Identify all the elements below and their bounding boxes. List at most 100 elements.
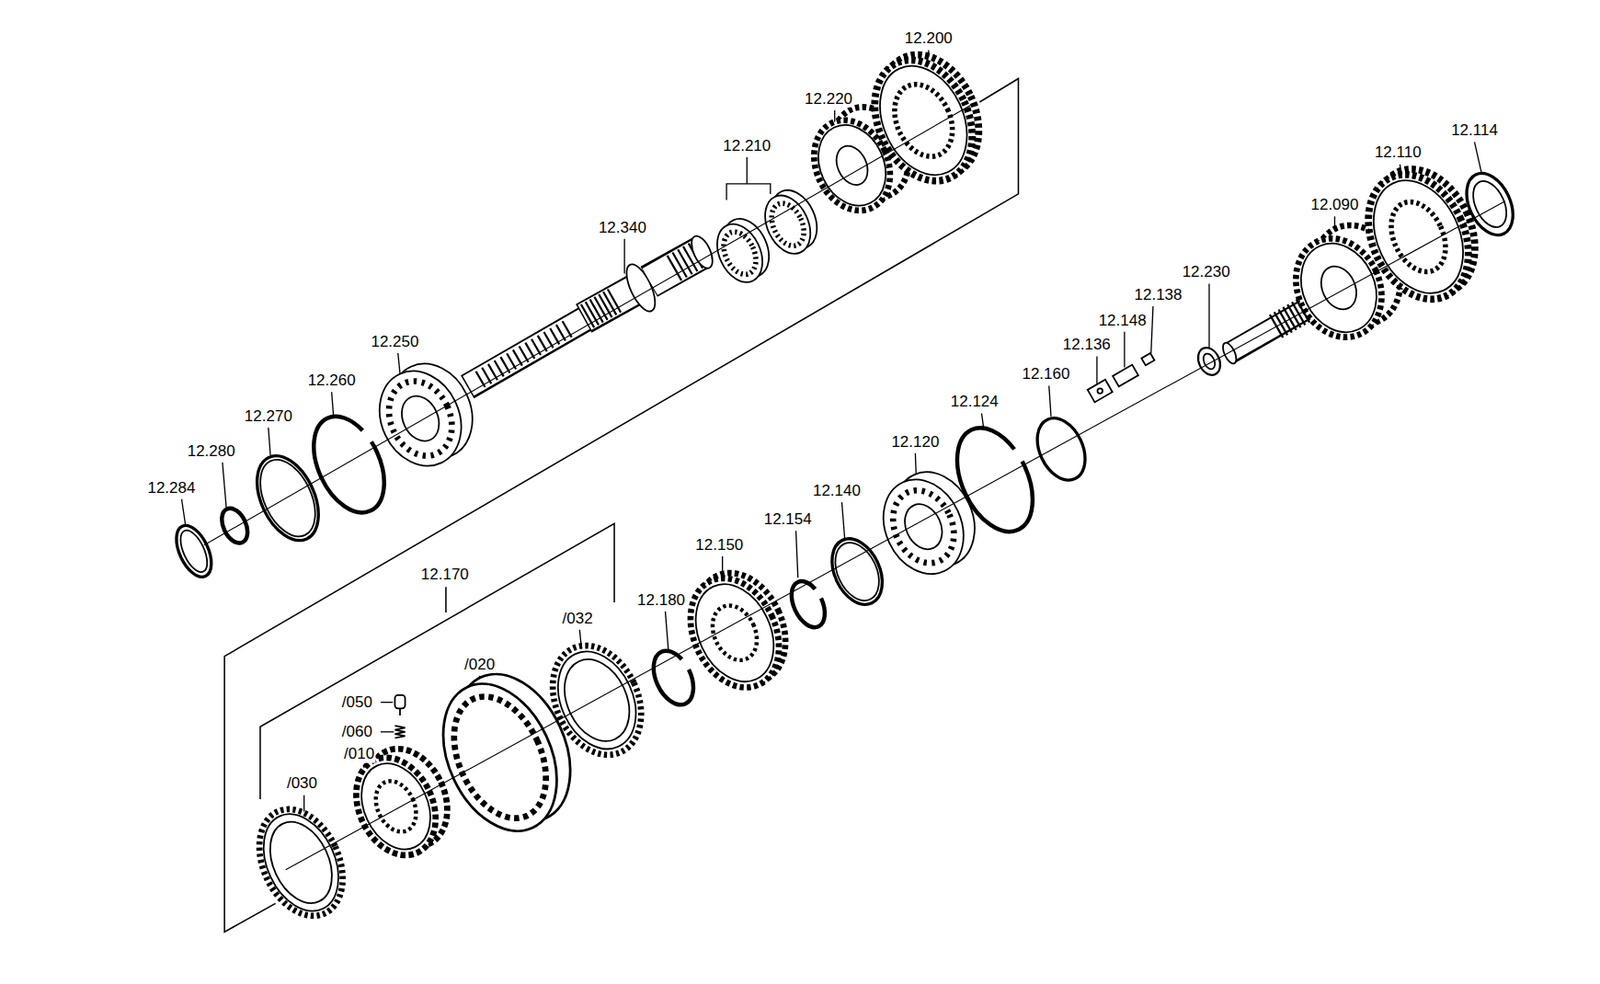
callout-number: 12.280 [186, 442, 237, 460]
main-shaft [649, 251, 703, 282]
callout-number: 12.340 [597, 218, 648, 237]
gear-wheel [1356, 165, 1481, 308]
ball-bearing [377, 370, 464, 467]
gear-wheel [704, 598, 766, 668]
gear-wheel [883, 75, 964, 167]
leader-line [726, 183, 771, 201]
leader-line [222, 462, 227, 511]
synchro-ring [536, 630, 659, 769]
leader-line [1208, 284, 1210, 350]
callout-number: 12.110 [1373, 144, 1423, 162]
detent-pin [394, 695, 405, 716]
leader-line [303, 795, 305, 812]
ring-part [169, 520, 218, 583]
callout-number: 12.160 [1020, 365, 1071, 384]
synchro-ring [258, 811, 345, 914]
gear-wheel [856, 44, 992, 197]
leader-line [796, 530, 799, 578]
axis-line [204, 102, 1506, 870]
main-shaft [467, 232, 717, 387]
callout-number: /030 [285, 775, 319, 793]
snap-ring [217, 503, 253, 548]
needle-bearing [1193, 343, 1224, 379]
needle-bearing [1193, 343, 1224, 379]
group-bracket [224, 78, 1018, 932]
callout-number: /032 [561, 609, 595, 628]
synchro-ring [551, 649, 642, 753]
lock-plate [1112, 365, 1139, 388]
ring-part [1028, 410, 1095, 488]
screw [1141, 353, 1155, 366]
callout-number: /060 [341, 722, 374, 741]
leader-line [182, 499, 186, 527]
screw [1141, 353, 1155, 366]
callout-number: 12.120 [890, 433, 940, 451]
callout-number: 12.284 [146, 479, 196, 497]
input-shaft [1220, 341, 1239, 366]
ring-part [174, 526, 213, 577]
synchro-ring [249, 801, 354, 924]
leader-line [1151, 306, 1154, 354]
lock-plate [1087, 379, 1113, 403]
snap-ring [941, 415, 1048, 544]
detent-pin [394, 695, 405, 709]
shift-sleeve [435, 681, 565, 833]
needle-cage [708, 217, 771, 290]
group-bracket [445, 586, 447, 613]
detent-pin [399, 708, 401, 716]
callout-number: 12.170 [420, 566, 470, 584]
axis-line [285, 201, 1506, 870]
callout-number: 12.270 [243, 408, 294, 426]
snap-ring [785, 575, 833, 632]
snap-ring [941, 415, 1048, 544]
gear-wheel [673, 563, 796, 702]
lock-plate [1097, 388, 1103, 394]
ring-part [1028, 410, 1095, 488]
gear-wheel [673, 558, 804, 702]
leader-line [1096, 355, 1098, 384]
leader-line [380, 731, 394, 732]
callout-number: 12.138 [1133, 285, 1184, 304]
ball-bearing [394, 389, 446, 447]
leader-line [1474, 141, 1483, 173]
input-shaft [1220, 341, 1239, 366]
gear-wheel [680, 558, 803, 697]
callout-number: 12.154 [763, 511, 813, 529]
callout-number: 12.210 [721, 137, 772, 155]
main-shaft [584, 289, 635, 318]
callout-number: 12.114 [1450, 122, 1499, 140]
axis-line [204, 102, 975, 546]
callout-number: 12.136 [1062, 336, 1112, 355]
ring-part [169, 520, 218, 583]
ring-part [244, 445, 332, 550]
gear-wheel [1348, 158, 1488, 316]
snap-ring [645, 644, 701, 711]
leader-line [665, 611, 669, 651]
callout-number: /010 [342, 745, 376, 764]
lock-plate [1112, 365, 1139, 388]
leader-line [398, 353, 400, 374]
leader-line [841, 502, 845, 541]
lock-plate [1087, 379, 1113, 403]
gear-wheel [680, 571, 789, 694]
detent-spring [394, 725, 405, 738]
leader-line [623, 239, 625, 275]
callout-number: 12.180 [636, 591, 686, 609]
snap-ring [785, 575, 833, 632]
input-shaft [1314, 260, 1364, 315]
ring-part [826, 535, 888, 607]
ball-bearing [364, 350, 489, 480]
shaft-seal [1457, 165, 1522, 242]
exploded-view [169, 38, 1522, 932]
ball-bearing [881, 480, 966, 573]
snap-ring [217, 503, 253, 548]
leader-line [182, 49, 1483, 812]
callout-number: /050 [341, 693, 374, 711]
main-shaft [586, 298, 618, 317]
leader-line [380, 701, 393, 703]
ring-part [244, 445, 332, 550]
callout-number: /020 [463, 655, 496, 674]
ball-bearing [364, 357, 476, 480]
